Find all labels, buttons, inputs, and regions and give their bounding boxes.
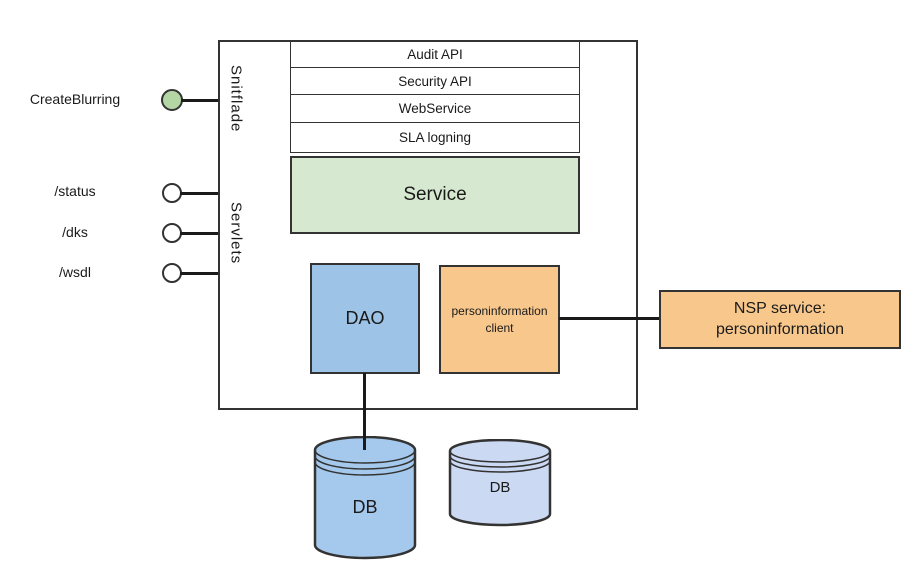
db-cylinder-secondary (448, 439, 552, 527)
api-layer-stack: Audit API Security API WebService SLA lo… (290, 41, 580, 153)
endpoint-label-status: /status (54, 183, 96, 199)
db-primary-label: DB (352, 497, 378, 517)
connector-status (180, 192, 218, 195)
connector-client-nsp (559, 317, 659, 320)
connector-dao-db (363, 373, 366, 450)
endpoint-circle-dks (162, 223, 182, 243)
layer-sla-logning: SLA logning (290, 121, 580, 153)
endpoint-circle-wsdl (162, 263, 182, 283)
endpoint-circle-createblurring (161, 89, 183, 111)
endpoint-label-createblurring: CreateBlurring (29, 91, 121, 107)
endpoint-circle-status (162, 183, 182, 203)
layer-audit-api: Audit API (290, 41, 580, 68)
db-cylinder-primary (313, 436, 417, 560)
dao-box: DAO (310, 263, 420, 374)
endpoint-label-wsdl: /wsdl (59, 264, 91, 280)
personinformation-client-box: personinformation client (439, 265, 560, 374)
service-box: Service (290, 156, 580, 234)
section-label-snitflade: Snitflade (227, 65, 245, 133)
connector-wsdl (180, 272, 218, 275)
layer-security-api: Security API (290, 66, 580, 96)
section-label-servlets: Servlets (227, 201, 245, 265)
endpoint-label-dks: /dks (62, 224, 88, 240)
personinformation-client-label: personinformation client (451, 304, 548, 335)
nsp-service-label: NSP service: personinformation (715, 299, 845, 338)
layer-webservice: WebService (290, 94, 580, 123)
nsp-service-box: NSP service: personinformation (659, 290, 901, 349)
connector-createblurring (181, 99, 218, 102)
connector-dks (180, 232, 218, 235)
db-secondary-label: DB (489, 479, 511, 496)
